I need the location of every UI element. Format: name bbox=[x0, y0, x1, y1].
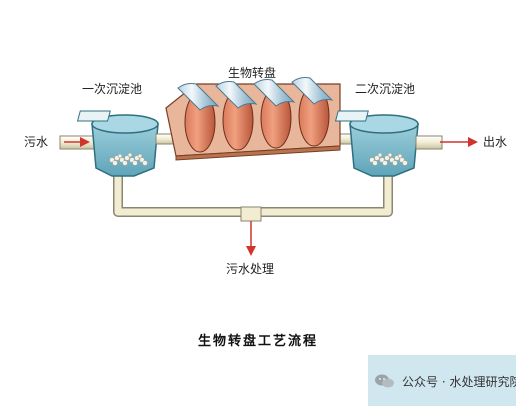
sludge-pipe bbox=[113, 170, 393, 256]
wechat-icon bbox=[375, 374, 394, 388]
inflow-pipe bbox=[59, 135, 95, 150]
rotating-disc-label: 生物转盘 bbox=[228, 66, 277, 80]
disc-4 bbox=[291, 77, 334, 147]
outflow-pipe bbox=[415, 135, 478, 150]
disc-1 bbox=[177, 83, 220, 153]
disc-3 bbox=[253, 79, 296, 149]
sludge-arrow bbox=[246, 246, 256, 256]
secondary-clarifier bbox=[334, 110, 419, 177]
watermark-text: 公众号 · 水处理研究院 bbox=[402, 375, 516, 389]
disc-2 bbox=[215, 81, 258, 151]
primary-clarifier-label: 一次沉淀池 bbox=[82, 82, 143, 96]
primary-clarifier bbox=[76, 110, 159, 177]
sludge-label: 污水处理 bbox=[226, 262, 275, 276]
rotating-disc-unit bbox=[165, 77, 341, 161]
outflow-label: 出水 bbox=[483, 135, 508, 149]
secondary-clarifier-label: 二次沉淀池 bbox=[355, 82, 416, 96]
outflow-arrow bbox=[468, 137, 478, 147]
inflow-arrow bbox=[80, 137, 90, 147]
diagram-caption: 生物转盘工艺流程 bbox=[197, 334, 318, 349]
inflow-label: 污水 bbox=[24, 135, 49, 149]
